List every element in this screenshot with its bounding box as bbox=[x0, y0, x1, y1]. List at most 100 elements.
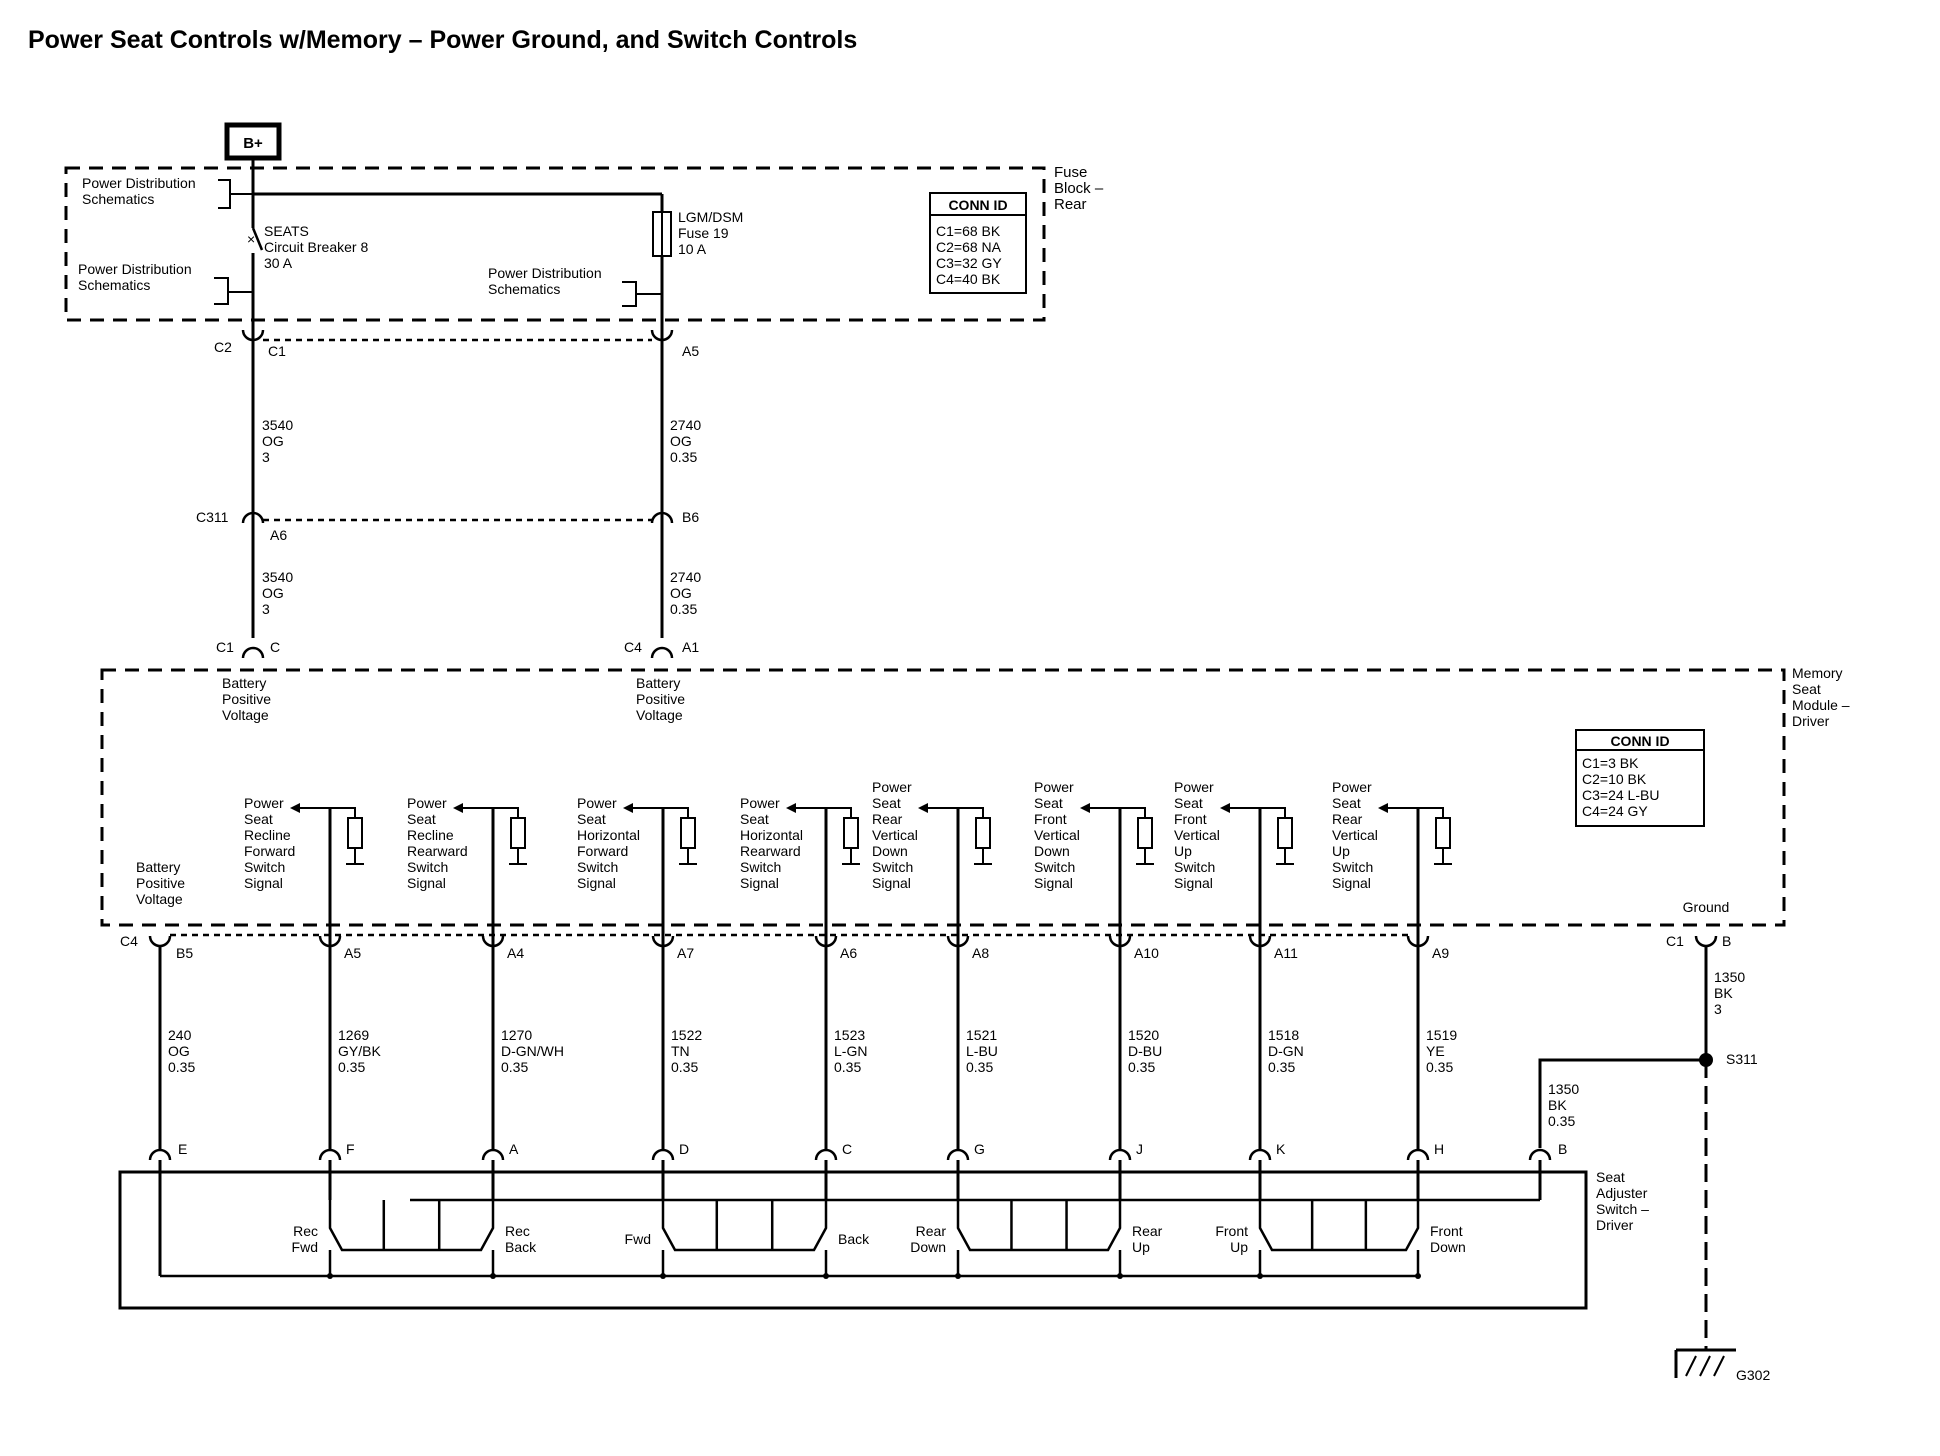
switch-dot-b-3 bbox=[1415, 1273, 1421, 1279]
module-conn-id-3: C3=24 L-BU bbox=[1582, 787, 1659, 803]
signal-arrowhead-6 bbox=[1220, 803, 1230, 813]
fuse-number: Fuse 19 bbox=[678, 225, 729, 241]
connector-c1-row: C1 bbox=[1666, 933, 1684, 949]
b-plus-label: B+ bbox=[243, 135, 263, 152]
bpv-2-line3: Voltage bbox=[636, 707, 683, 723]
signal-label-6-4: Up bbox=[1174, 843, 1192, 859]
resistor-6 bbox=[1277, 817, 1293, 849]
switch-contact-0 bbox=[328, 1200, 495, 1252]
wire-240-color: OG bbox=[168, 1043, 190, 1059]
switch-label-7-1: Down bbox=[1430, 1239, 1466, 1255]
switch-pin-4 bbox=[946, 1148, 970, 1161]
signal-wire-label-1-0: 1270 bbox=[501, 1027, 532, 1043]
signal-label-4-6: Signal bbox=[872, 875, 911, 891]
signal-wire-label-6-0: 1518 bbox=[1268, 1027, 1299, 1043]
signal-wire-label-3-0: 1523 bbox=[834, 1027, 865, 1043]
fuse-block-name-2: Block – bbox=[1054, 180, 1104, 197]
resistor-lead-0 bbox=[330, 807, 356, 818]
signal-label-5-3: Vertical bbox=[1034, 827, 1080, 843]
switch-pin-7 bbox=[1406, 1148, 1430, 1161]
connector-c4-msm: C4 bbox=[624, 639, 642, 655]
connector-c1-msm: C1 bbox=[216, 639, 234, 655]
wire-1350-main-color: BK bbox=[1714, 985, 1733, 1001]
resistor-lead-2 bbox=[663, 807, 689, 818]
wire-3540-b-size: 3 bbox=[262, 601, 270, 617]
power-feed-circuits: C2 C1 A5 3540 OG 3 2740 OG 0.35 C311 A6 … bbox=[196, 320, 701, 659]
bpv-2-line2: Positive bbox=[636, 691, 685, 707]
switch-label-2-0: Fwd bbox=[625, 1231, 651, 1247]
resistor-lead-6 bbox=[1260, 807, 1286, 818]
signal-wire-label-7-2: 0.35 bbox=[1426, 1059, 1453, 1075]
signal-label-4-1: Seat bbox=[872, 795, 901, 811]
fuse-conn-id-header: CONN ID bbox=[948, 197, 1007, 213]
resistor-lead-5 bbox=[1120, 807, 1146, 818]
switch-pin-label-6: K bbox=[1276, 1141, 1286, 1157]
signal-label-6-1: Seat bbox=[1174, 795, 1203, 811]
signal-pin-label-7: A9 bbox=[1432, 945, 1449, 961]
module-name-4: Driver bbox=[1792, 713, 1830, 729]
switch-pin-5 bbox=[1108, 1148, 1132, 1161]
signal-label-5-5: Switch bbox=[1034, 859, 1075, 875]
signal-label-0-3: Forward bbox=[244, 843, 295, 859]
signal-arrowhead-2 bbox=[623, 803, 633, 813]
signal-label-3-3: Rearward bbox=[740, 843, 801, 859]
switch-dot-b-2 bbox=[1117, 1273, 1123, 1279]
switch-dot-b-1 bbox=[823, 1273, 829, 1279]
module-name-1: Memory bbox=[1792, 665, 1843, 681]
signal-label-7-2: Rear bbox=[1332, 811, 1363, 827]
switch-dot-a-3 bbox=[1257, 1273, 1263, 1279]
connector-c311: C311 bbox=[196, 509, 229, 525]
signal-label-5-6: Signal bbox=[1034, 875, 1073, 891]
switch-label-7-0: Front bbox=[1430, 1223, 1463, 1239]
signal-arrowhead-5 bbox=[1080, 803, 1090, 813]
resistor-lead-4 bbox=[958, 807, 984, 818]
signal-label-6-5: Switch bbox=[1174, 859, 1215, 875]
signal-label-3-1: Seat bbox=[740, 811, 769, 827]
connector-c2: C2 bbox=[214, 339, 232, 355]
signal-label-3-2: Horizontal bbox=[740, 827, 803, 843]
signal-wire-label-0-0: 1269 bbox=[338, 1027, 369, 1043]
signal-pin-label-3: A6 bbox=[840, 945, 857, 961]
signal-label-5-4: Down bbox=[1034, 843, 1070, 859]
resistor-lead-1 bbox=[493, 807, 519, 818]
fuse-name: LGM/DSM bbox=[678, 209, 743, 225]
signal-wire-label-1-1: D-GN/WH bbox=[501, 1043, 564, 1059]
switch-label-5-0: Rear bbox=[1132, 1223, 1163, 1239]
wire-3540-a-color: OG bbox=[262, 433, 284, 449]
signal-wire-label-6-2: 0.35 bbox=[1268, 1059, 1295, 1075]
signal-label-4-0: Power bbox=[872, 779, 912, 795]
signal-label-1-4: Switch bbox=[407, 859, 448, 875]
resistor-lead-3 bbox=[826, 807, 852, 818]
signal-label-2-1: Seat bbox=[577, 811, 606, 827]
signal-label-4-4: Down bbox=[872, 843, 908, 859]
bpv-b5-line3: Voltage bbox=[136, 891, 183, 907]
signal-label-3-5: Signal bbox=[740, 875, 779, 891]
signal-wire-label-4-2: 0.35 bbox=[966, 1059, 993, 1075]
switch-pin-1 bbox=[481, 1148, 505, 1161]
resistor-7 bbox=[1435, 817, 1451, 849]
pin-b-switch: B bbox=[1558, 1141, 1567, 1157]
wire-2740-a-size: 0.35 bbox=[670, 449, 697, 465]
bpv-2-line1: Battery bbox=[636, 675, 680, 691]
pin-e-switch: E bbox=[178, 1141, 187, 1157]
switch-dot-a-1 bbox=[660, 1273, 666, 1279]
wire-3540-b-circuit: 3540 bbox=[262, 569, 293, 585]
resistor-lead-7 bbox=[1418, 807, 1444, 818]
signal-pin-label-5: A10 bbox=[1134, 945, 1159, 961]
signal-label-0-4: Switch bbox=[244, 859, 285, 875]
wire-1350-branch-circuit: 1350 bbox=[1548, 1081, 1579, 1097]
fuse-conn-id-1: C1=68 BK bbox=[936, 223, 1001, 239]
wire-2740-a-color: OG bbox=[670, 433, 692, 449]
connector-c4-row: C4 bbox=[120, 933, 138, 949]
module-name-2: Seat bbox=[1792, 681, 1821, 697]
signal-wire-label-0-1: GY/BK bbox=[338, 1043, 381, 1059]
wire-1350-main-size: 3 bbox=[1714, 1001, 1722, 1017]
seat-adjuster-switch: Seat Adjuster Switch – Driver bbox=[118, 1169, 1649, 1310]
resistor-1 bbox=[510, 817, 526, 849]
signal-label-4-2: Rear bbox=[872, 811, 903, 827]
module-conn-id-1: C1=3 BK bbox=[1582, 755, 1639, 771]
module-conn-id-2: C2=10 BK bbox=[1582, 771, 1647, 787]
switch-name-1: Seat bbox=[1596, 1169, 1625, 1185]
signal-label-2-4: Switch bbox=[577, 859, 618, 875]
